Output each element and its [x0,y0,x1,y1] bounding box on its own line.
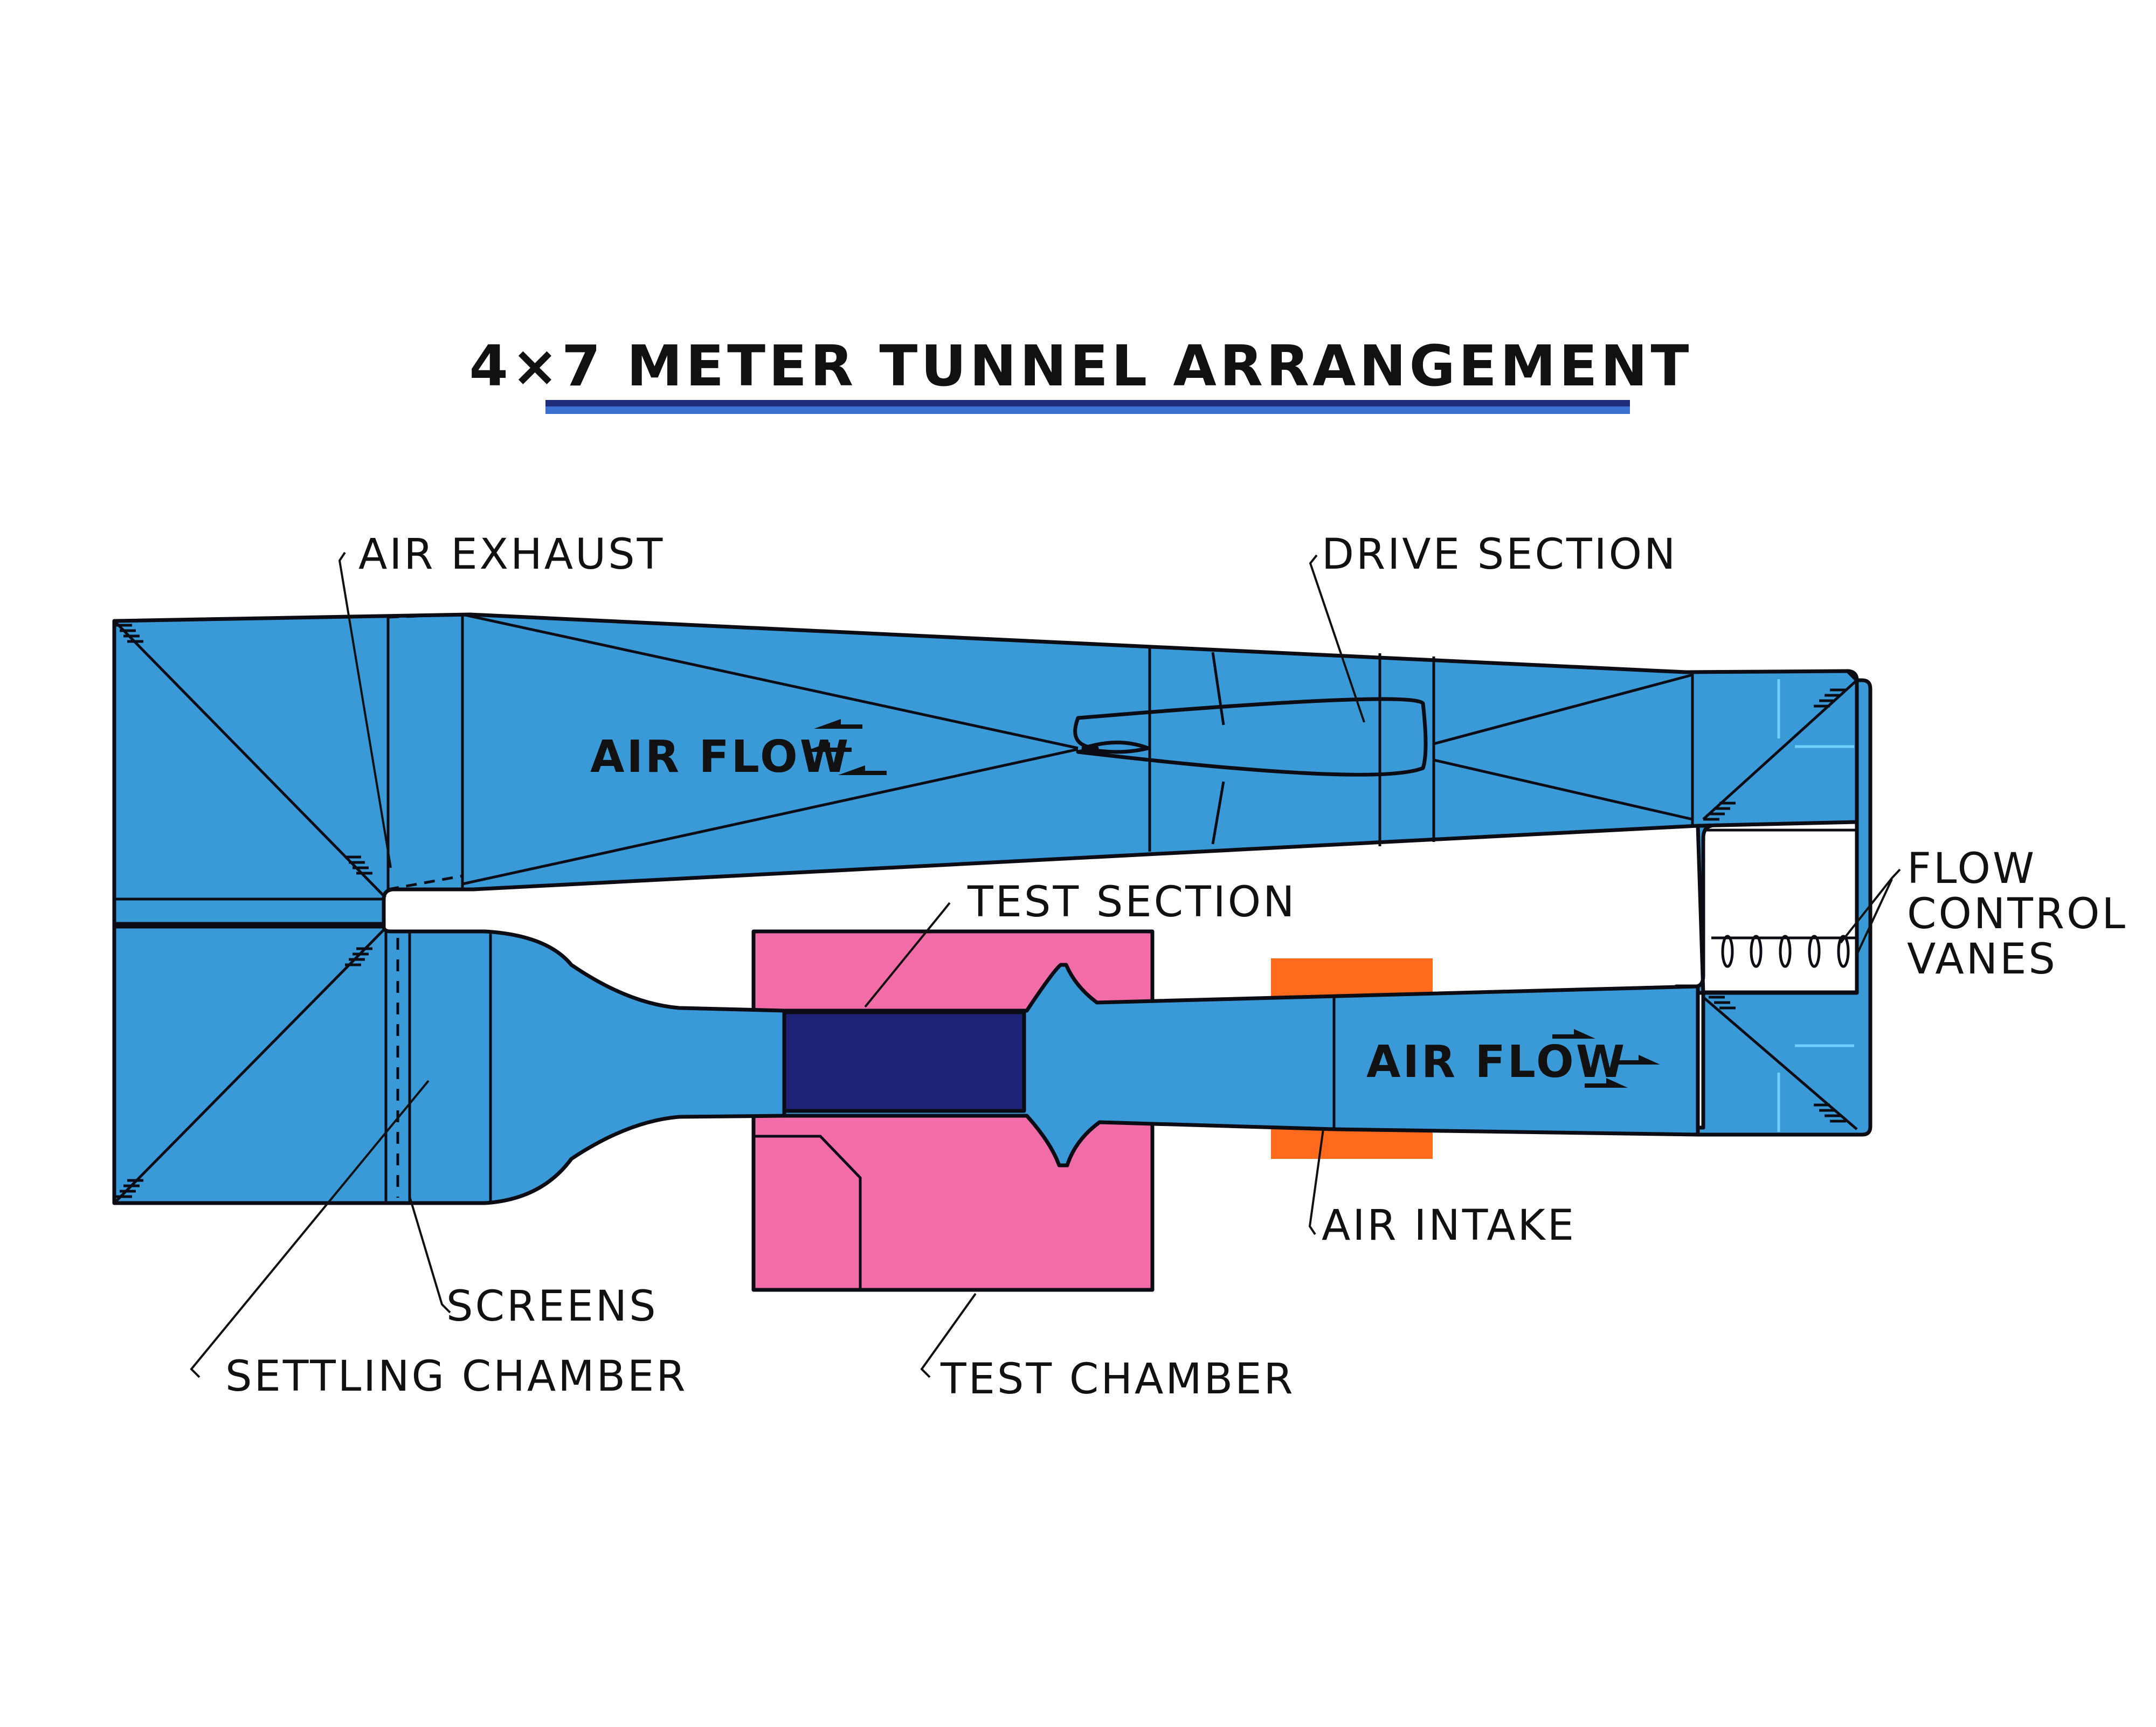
right-corner [1674,669,1872,1137]
diagram-labels: AIR EXHAUST DRIVE SECTION AIR FLOW TEST … [225,530,2127,1404]
label-air-flow-top: AIR FLOW [590,731,851,783]
label-test-section: TEST SECTION [967,878,1297,927]
air-flow-arrows-bottom [1552,1029,1660,1088]
turning-vane-marks [116,624,1846,1198]
title-underline-top [545,400,1630,406]
label-drive-section: DRIVE SECTION [1322,530,1677,579]
title-underline-bottom [545,406,1630,414]
label-air-exhaust: AIR EXHAUST [358,530,665,579]
label-flow-control-1: FLOW [1907,845,2036,893]
label-air-flow-bottom: AIR FLOW [1366,1037,1627,1088]
air-flow-arrows-top [803,719,887,775]
label-air-intake: AIR INTAKE [1322,1201,1576,1250]
test-section-block [782,1010,1026,1113]
settling-chamber [112,922,786,1205]
flow-control-vanes [1711,935,1857,968]
label-screens: SCREENS [446,1282,658,1331]
diagram-title: 4×7 METER TUNNEL ARRANGEMENT [469,333,1692,399]
label-settling-chamber: SETTLING CHAMBER [225,1352,688,1401]
label-flow-control-3: VANES [1907,935,2057,984]
label-flow-control-2: CONTROL [1907,890,2127,938]
leader-lines [190,551,1901,1378]
fan-nacelle [1073,697,1428,777]
tunnel-interior-lines [113,613,1858,1204]
label-test-chamber: TEST CHAMBER [940,1355,1295,1404]
